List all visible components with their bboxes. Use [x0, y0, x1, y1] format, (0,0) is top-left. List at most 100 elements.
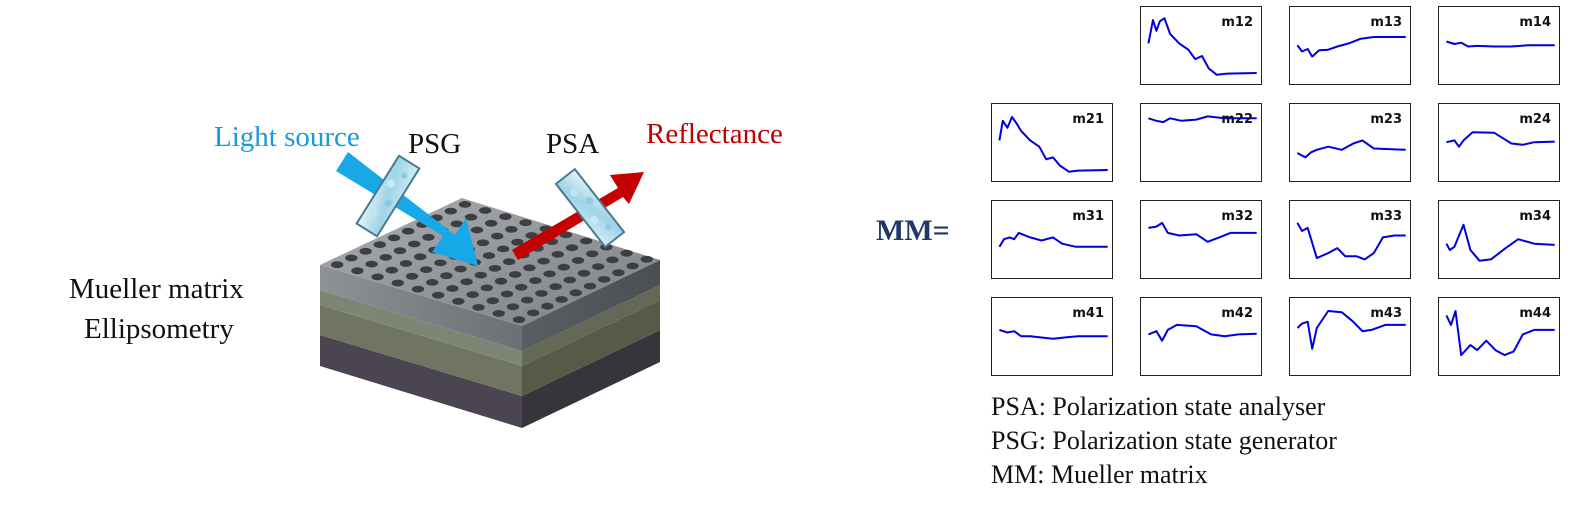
nanohole [497, 245, 510, 253]
nanohole [571, 257, 585, 264]
nanohole [331, 261, 344, 269]
mm-trace [1445, 223, 1555, 262]
nanohole [371, 273, 384, 281]
mm-cell-m23: m23 [1289, 103, 1411, 182]
nanohole [479, 207, 492, 214]
mm-curve-m21 [998, 116, 1108, 173]
nanohole [482, 252, 496, 259]
nanohole [521, 296, 534, 304]
mm-cell-m33: m33 [1289, 200, 1411, 279]
mm-cell-label: m42 [1221, 306, 1253, 321]
mm-trace [1296, 222, 1406, 261]
nanohole [535, 290, 548, 297]
mm-trace [998, 116, 1108, 173]
mm-trace [1445, 310, 1555, 357]
nanohole [485, 219, 498, 227]
mm-curve-m22 [1148, 115, 1257, 124]
mm-cell-m21: m21 [991, 103, 1113, 182]
nanohole [620, 249, 633, 257]
mm-curve-m44 [1445, 310, 1555, 357]
psa-label: PSA [546, 128, 600, 160]
nanohole [391, 279, 404, 287]
nanohole [458, 201, 472, 208]
mm-curve-m31 [998, 231, 1108, 248]
nanohole [446, 285, 459, 292]
nanohole [385, 266, 398, 274]
mm-cell-m31: m31 [991, 200, 1113, 279]
mm-trace [1148, 221, 1257, 243]
nanohole-array [331, 201, 653, 323]
mm-curve-m32 [1148, 221, 1257, 243]
mm-cell-m14: m14 [1438, 6, 1560, 85]
mm-cell-label: m13 [1370, 15, 1402, 30]
mm-curve-m34 [1445, 223, 1555, 262]
nanohole [580, 237, 593, 245]
mm-cell-label: m22 [1221, 112, 1253, 127]
mm-cell-label: m41 [1072, 306, 1104, 321]
nanohole [426, 279, 439, 286]
nanohole [583, 282, 597, 290]
nanohole [405, 272, 419, 280]
nanohole [345, 254, 358, 262]
nanohole [440, 272, 453, 280]
psa-polarizer [554, 167, 626, 249]
nanohole [373, 241, 386, 249]
nanohole [527, 309, 540, 317]
nanohole [541, 302, 554, 310]
reflected-light-arrow [512, 172, 644, 260]
method-label-line2: Ellipsometry [84, 313, 234, 345]
nanohole [420, 266, 433, 273]
nanohole [393, 247, 407, 255]
light-source-label: Light source [214, 121, 360, 153]
nanohole [491, 232, 504, 240]
mm-curve-m33 [1296, 222, 1406, 261]
nanohole [506, 303, 520, 311]
mm-cell-m32: m32 [1140, 200, 1262, 279]
nanohole [565, 244, 579, 252]
mm-cell-label: m24 [1519, 112, 1551, 127]
nanohole [472, 304, 485, 311]
nanohole [486, 297, 499, 305]
nanohole [503, 258, 516, 266]
mm-curve-m24 [1446, 131, 1555, 148]
mm-cell-m41: m41 [991, 297, 1113, 376]
nanohole [474, 271, 487, 279]
nanohole [577, 269, 591, 277]
nanohole [569, 289, 582, 297]
nanohole [559, 231, 573, 239]
nanohole [402, 227, 415, 235]
nanohole [555, 296, 568, 303]
nanohole [529, 277, 542, 284]
mm-cell-label: m34 [1519, 209, 1551, 224]
mm-cell-m13: m13 [1289, 6, 1411, 85]
nanohole [432, 291, 445, 299]
nanohole [359, 247, 372, 255]
incident-light-arrow [336, 152, 478, 266]
nanohole [365, 260, 378, 268]
nanohole [557, 263, 570, 271]
nanohole [444, 207, 457, 215]
nanohole [460, 278, 473, 286]
nanohole [505, 226, 518, 233]
nanohole [466, 291, 479, 298]
nanohole [612, 269, 625, 277]
mm-trace [1446, 131, 1555, 148]
nanohole [492, 310, 505, 317]
nanohole [592, 263, 605, 270]
psg-polarizer [355, 154, 421, 238]
method-label-line1: Mueller matrix [69, 273, 244, 305]
mm-curve-m41 [999, 328, 1108, 340]
mm-curve-m23 [1296, 139, 1406, 159]
mm-cell-m22: m22 [1140, 103, 1262, 182]
mm-trace [1296, 36, 1406, 58]
mm-trace [1446, 40, 1555, 48]
mm-cell-label: m23 [1370, 112, 1402, 127]
nanohole [511, 238, 524, 246]
nanohole [549, 283, 562, 291]
legend-psa: PSA: Polarization state analyser [991, 392, 1326, 421]
mm-cell-label: m44 [1519, 306, 1551, 321]
psg-label: PSG [408, 128, 462, 160]
mm-cell-label: m33 [1370, 209, 1402, 224]
nanohole [434, 259, 447, 267]
